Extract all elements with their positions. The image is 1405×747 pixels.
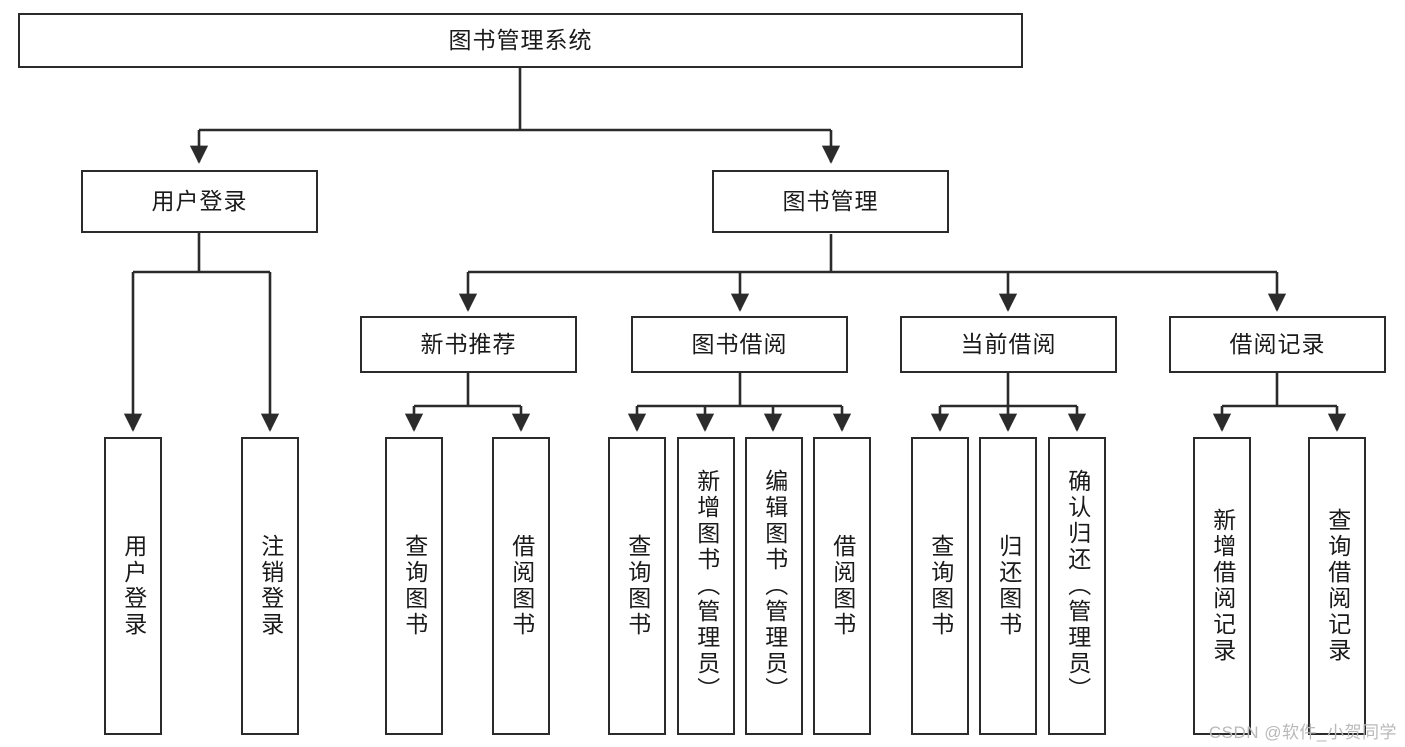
node-root-book-management-system[interactable]: 图书管理系统 — [18, 13, 1023, 68]
node-label: 用户登录 — [120, 534, 147, 638]
node-label: 借阅记录 — [1229, 330, 1326, 357]
leaf-records-add-record[interactable]: 新增借阅记录 — [1193, 437, 1251, 735]
node-label: 确认归还（管理员） — [1064, 469, 1091, 703]
node-label: 借阅图书 — [829, 534, 856, 638]
node-label: 图书借阅 — [691, 330, 788, 357]
node-new-book-recommend[interactable]: 新书推荐 — [360, 316, 577, 373]
leaf-current-return-book[interactable]: 归还图书 — [979, 437, 1037, 735]
node-label: 图书管理系统 — [448, 26, 593, 53]
leaf-user-login-login[interactable]: 用户登录 — [104, 437, 162, 735]
node-current-borrow[interactable]: 当前借阅 — [900, 316, 1117, 373]
node-label: 新书推荐 — [420, 330, 517, 357]
node-label: 查询借阅记录 — [1324, 508, 1351, 664]
node-label: 新增图书（管理员） — [693, 469, 720, 703]
node-label: 当前借阅 — [960, 330, 1057, 357]
node-label: 查询图书 — [624, 534, 651, 638]
leaf-records-query-record[interactable]: 查询借阅记录 — [1308, 437, 1366, 735]
node-label: 用户登录 — [151, 187, 248, 214]
node-label: 查询图书 — [401, 534, 428, 638]
node-label: 注销登录 — [257, 534, 284, 638]
node-book-management[interactable]: 图书管理 — [712, 170, 949, 233]
node-label: 归还图书 — [995, 534, 1022, 638]
node-borrow-records[interactable]: 借阅记录 — [1169, 316, 1386, 373]
leaf-borrow-edit-book-admin[interactable]: 编辑图书（管理员） — [745, 437, 803, 735]
node-book-borrow[interactable]: 图书借阅 — [631, 316, 848, 373]
node-label: 新增借阅记录 — [1209, 508, 1236, 664]
leaf-recommend-query-book[interactable]: 查询图书 — [385, 437, 443, 735]
leaf-recommend-borrow-book[interactable]: 借阅图书 — [492, 437, 550, 735]
node-user-login[interactable]: 用户登录 — [81, 170, 318, 233]
node-label: 借阅图书 — [508, 534, 535, 638]
node-label: 图书管理 — [782, 187, 879, 214]
leaf-borrow-query-book[interactable]: 查询图书 — [608, 437, 666, 735]
leaf-user-login-logout[interactable]: 注销登录 — [241, 437, 299, 735]
leaf-borrow-borrow-book[interactable]: 借阅图书 — [813, 437, 871, 735]
csdn-watermark: CSDN @软件_小贺同学 — [1208, 723, 1397, 742]
leaf-current-query-book[interactable]: 查询图书 — [911, 437, 969, 735]
leaf-current-confirm-return-admin[interactable]: 确认归还（管理员） — [1048, 437, 1106, 735]
leaf-borrow-add-book-admin[interactable]: 新增图书（管理员） — [677, 437, 735, 735]
node-label: 查询图书 — [927, 534, 954, 638]
node-label: 编辑图书（管理员） — [761, 469, 788, 703]
